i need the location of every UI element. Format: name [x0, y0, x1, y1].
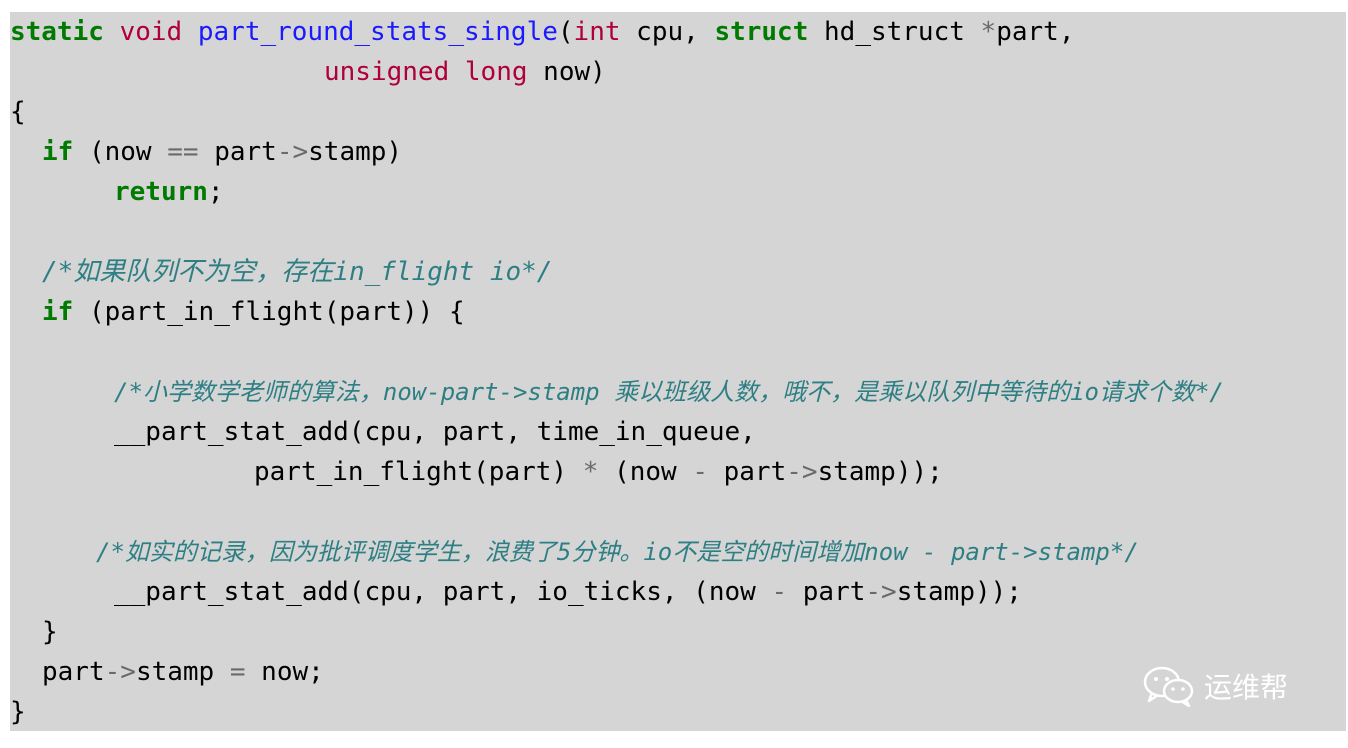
keyword-static: static: [10, 17, 104, 47]
code-line-12: __part_stat_add(cpu, part, io_ticks, (no…: [114, 572, 1022, 612]
code-line-14: part->stamp = now;: [42, 652, 324, 692]
code-line-2: unsigned long now): [324, 52, 606, 92]
wechat-icon: [1142, 665, 1196, 707]
function-name: part_round_stats_single: [197, 17, 558, 47]
operator-arrow: ->: [865, 577, 897, 607]
code-line-4: if (now == part->stamp): [42, 132, 402, 172]
type-int: int: [573, 17, 621, 47]
code-text: stamp));: [817, 457, 943, 487]
code-text: now): [527, 57, 606, 87]
code-line-13: }: [42, 617, 58, 647]
comment-line-11: /*如实的记录，因为批评调度学生，浪费了5分钟。io不是空的时间增加now - …: [96, 538, 1139, 566]
code-text: part_in_flight(part): [254, 457, 583, 487]
type-unsigned: unsigned: [324, 57, 450, 87]
watermark: 运维帮: [1142, 665, 1288, 707]
keyword-struct: struct: [714, 17, 809, 47]
code-text: part: [42, 657, 105, 687]
code-text: part: [198, 137, 277, 167]
operator-minus: -: [692, 457, 708, 487]
code-line-9: __part_stat_add(cpu, part, time_in_queue…: [114, 417, 756, 447]
code-text: __part_stat_add(cpu, part, io_ticks, (no…: [114, 577, 772, 607]
code-line-1: static void part_round_stats_single(int …: [10, 12, 1074, 52]
code-line-3: {: [10, 97, 26, 127]
keyword-if: if: [42, 137, 74, 167]
code-text: now;: [245, 657, 324, 687]
watermark-label: 运维帮: [1204, 671, 1289, 704]
code-line-5: return;: [114, 172, 224, 212]
code-text: cpu,: [620, 17, 715, 47]
operator-arrow: ->: [786, 457, 818, 487]
code-text: (part_in_flight(part)) {: [73, 297, 465, 327]
code-line-15: }: [10, 697, 26, 727]
keyword-return: return: [114, 177, 208, 207]
operator-star: *: [582, 457, 599, 487]
code-line-7: if (part_in_flight(part)) {: [42, 292, 465, 332]
operator-arrow: ->: [104, 657, 136, 687]
operator-star: *: [980, 17, 997, 47]
code-text: part: [707, 457, 787, 487]
operator-eq: ==: [167, 137, 199, 167]
code-text: stamp): [308, 137, 403, 167]
code-text: (: [557, 17, 574, 47]
code-line-10: part_in_flight(part) * (now - part->stam…: [254, 452, 943, 492]
type-long: long: [464, 57, 528, 87]
code-text: ;: [207, 177, 224, 207]
code-text: part: [787, 577, 866, 607]
comment-line-8: /*小学数学老师的算法，now-part->stamp 乘以班级人数，哦不，是乘…: [114, 378, 1224, 406]
code-text: stamp));: [896, 577, 1022, 607]
operator-arrow: ->: [276, 137, 309, 167]
code-panel: static void part_round_stats_single(int …: [10, 12, 1346, 731]
code-text: stamp: [135, 657, 230, 687]
keyword-if: if: [42, 297, 74, 327]
code-text: part,: [996, 17, 1075, 47]
comment-line-6: /*如果队列不为空，存在in_flight io*/: [42, 257, 553, 287]
code-text: (now: [73, 137, 168, 167]
code-text: (now: [598, 457, 693, 487]
operator-minus: -: [771, 577, 788, 607]
code-text: hd_struct: [808, 17, 981, 47]
operator-eq: =: [229, 657, 246, 687]
type-void: void: [119, 17, 183, 47]
